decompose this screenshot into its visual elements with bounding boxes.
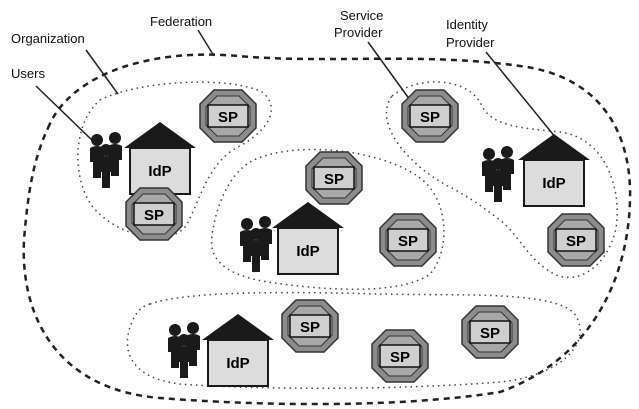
- service-provider-leader: [367, 41, 411, 101]
- sp-label: SP: [566, 233, 586, 250]
- sp-right-1: SP: [401, 89, 459, 143]
- federation-leader: [197, 29, 215, 57]
- sp-label: SP: [324, 171, 344, 188]
- sp-bottom-2: SP: [371, 329, 429, 383]
- sp-top-left-2: SP: [125, 187, 183, 241]
- identity-provider-label-line1: Identity: [446, 17, 488, 32]
- idp-label: IdP: [148, 163, 171, 180]
- sp-label: SP: [420, 109, 440, 126]
- sp-top-left-1: SP: [199, 89, 257, 143]
- users-group-right: [482, 146, 514, 202]
- users-label: Users: [11, 66, 45, 81]
- identity-provider-leader: [485, 51, 557, 139]
- organization-leader: [85, 49, 119, 95]
- org-right-boundary: [385, 81, 618, 279]
- sp-center-2: SP: [379, 213, 437, 267]
- idp-top-left: IdP: [123, 121, 197, 195]
- service-provider-label-line1: Service: [340, 8, 383, 23]
- federation-boundary: [22, 53, 632, 406]
- idp-bottom: IdP: [201, 313, 275, 387]
- sp-label: SP: [390, 349, 410, 366]
- federation-label: Federation: [150, 14, 212, 29]
- users-leader: [35, 85, 97, 145]
- idp-center: IdP: [271, 201, 345, 275]
- idp-right: IdP: [517, 133, 591, 207]
- org-top-left-boundary: [77, 81, 272, 239]
- idp-label: IdP: [296, 243, 319, 260]
- sp-center-1: SP: [305, 151, 363, 205]
- sp-label: SP: [300, 319, 320, 336]
- users-group-bottom: [168, 322, 200, 378]
- users-group-center: [240, 216, 272, 272]
- identity-provider-label-line2: Provider: [446, 35, 495, 50]
- idp-label: IdP: [226, 355, 249, 372]
- idp-label: IdP: [542, 175, 565, 192]
- sp-right-2: SP: [547, 213, 605, 267]
- service-provider-label-line2: Provider: [334, 25, 383, 40]
- sp-bottom-3: SP: [461, 305, 519, 359]
- sp-label: SP: [144, 207, 164, 224]
- organization-label: Organization: [11, 31, 85, 46]
- sp-bottom-1: SP: [281, 299, 339, 353]
- sp-label: SP: [480, 325, 500, 342]
- sp-label: SP: [218, 109, 238, 126]
- users-group-top-left: [90, 132, 122, 188]
- sp-label: SP: [398, 233, 418, 250]
- org-bottom-boundary: [126, 291, 581, 390]
